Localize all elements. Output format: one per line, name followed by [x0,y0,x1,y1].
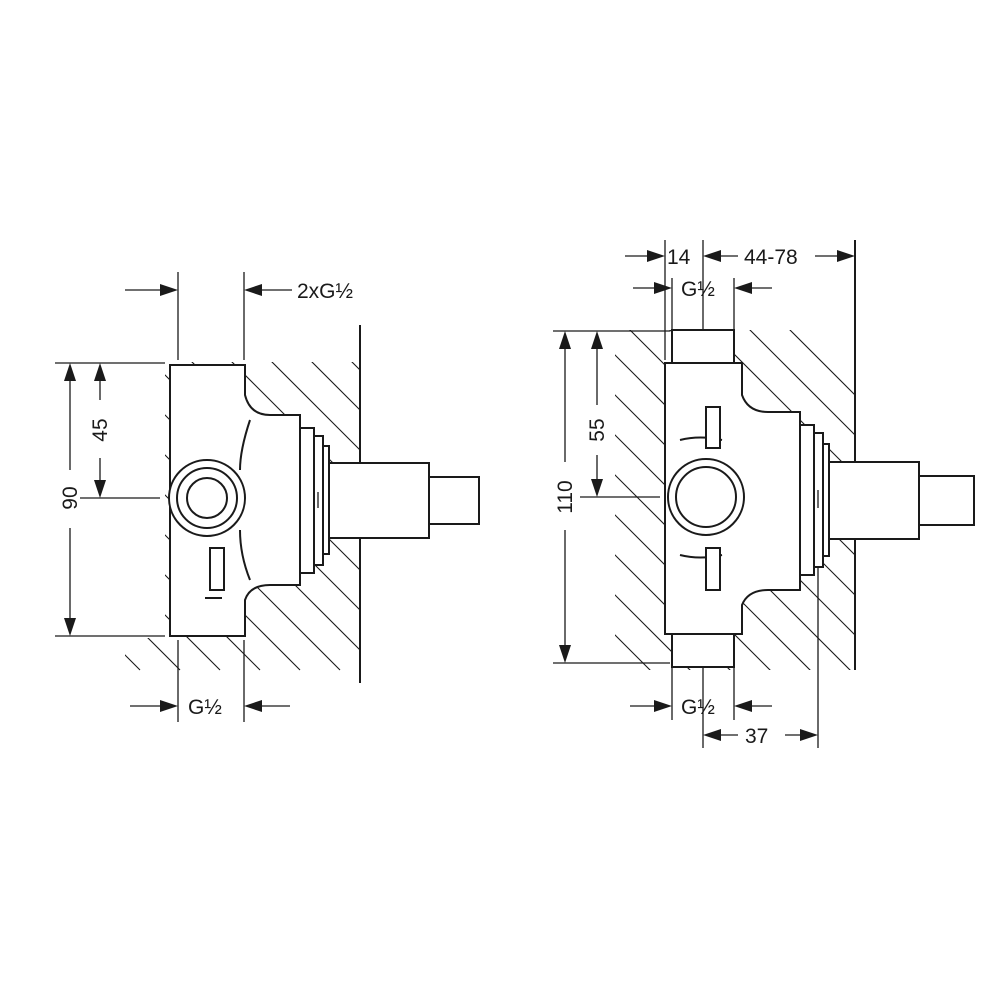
right-overall-height-label: 110 [554,480,577,513]
left-overall-height-label: 90 [59,486,82,509]
left-bottom-thread-label: G½ [188,696,222,719]
right-offset-label: 37 [745,725,768,748]
left-top-thread-dimension: 2xG½ [125,272,353,360]
left-height-dimensions: 90 45 [55,362,165,637]
left-view: 2xG½ G½ 90 45 [55,272,480,722]
right-valve-body [664,329,975,668]
right-half-height-label: 55 [586,418,609,441]
right-offset-dimension: 37 [702,567,819,748]
right-width-label: 14 [667,246,691,269]
right-bottom-thread-dimension: G½ [630,667,772,720]
right-top-thread-label: G½ [681,278,715,301]
right-top-dimensions: 14 44-78 [625,240,855,360]
left-bottom-thread-dimension: G½ [130,640,290,722]
right-depth-range-label: 44-78 [744,246,798,269]
right-view: 14 44-78 G½ G½ [553,240,975,748]
left-top-thread-label: 2xG½ [297,280,353,303]
right-bottom-thread-label: G½ [681,696,715,719]
left-valve-body [168,364,480,637]
left-half-height-label: 45 [89,418,112,441]
right-height-dimensions: 110 55 [553,330,670,664]
right-top-thread-dimension: G½ [633,278,772,330]
